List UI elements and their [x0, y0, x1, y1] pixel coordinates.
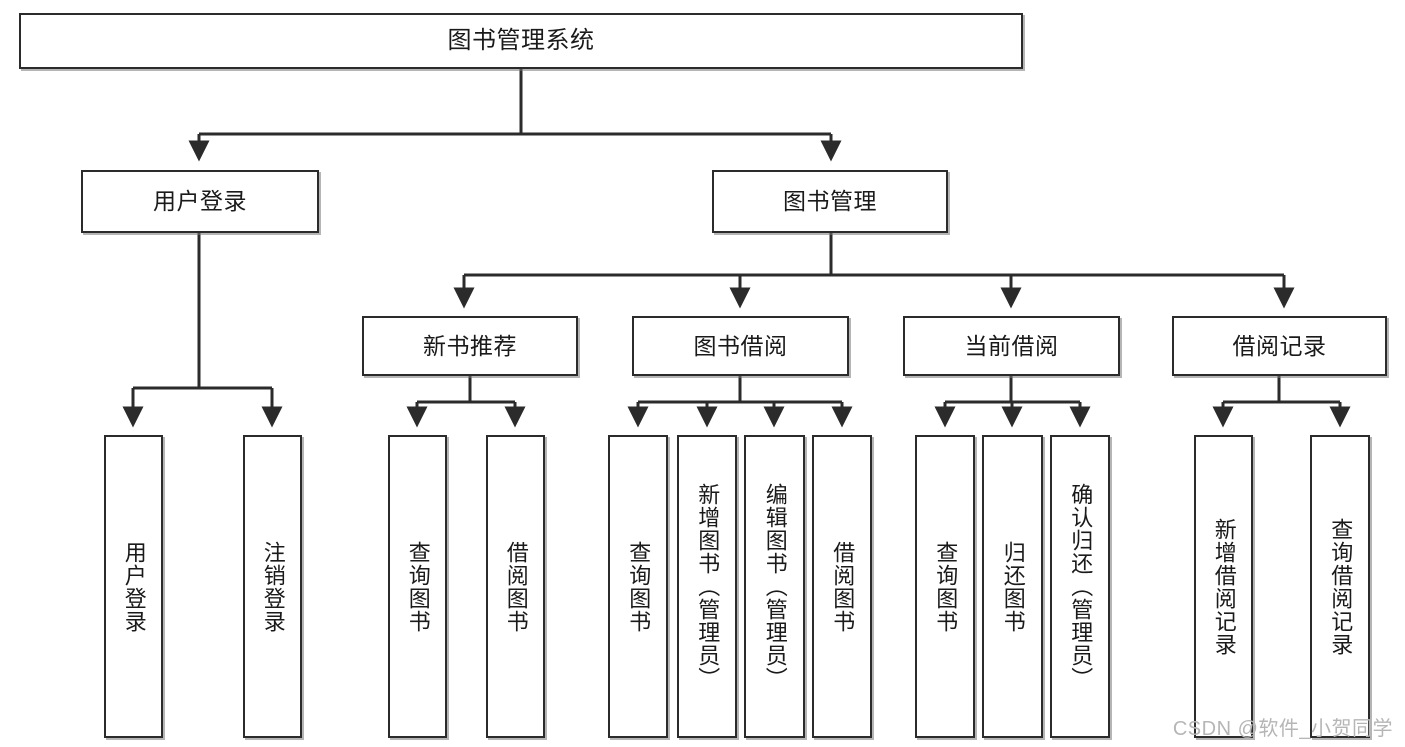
- node-label: 归还图书: [1000, 540, 1026, 633]
- node-user-login[interactable]: 用户登录: [81, 170, 319, 233]
- node-label: 新书推荐: [423, 332, 517, 359]
- node-leaf-add-book[interactable]: 新增图书（管理员）: [677, 435, 737, 738]
- node-label: 用户登录: [153, 188, 247, 215]
- node-label: 新增图书（管理员）: [695, 483, 721, 690]
- node-leaf-confirm-return[interactable]: 确认归还（管理员）: [1050, 435, 1110, 738]
- node-label: 查询图书: [405, 540, 431, 633]
- watermark-text: CSDN @软件_小贺同学: [1172, 718, 1393, 740]
- node-label: 查询借阅记录: [1328, 517, 1354, 656]
- node-leaf-borrow-book-2[interactable]: 借阅图书: [812, 435, 872, 738]
- node-current-borrow[interactable]: 当前借阅: [903, 316, 1120, 376]
- node-leaf-query-book-1[interactable]: 查询图书: [388, 435, 447, 738]
- node-leaf-query-book-2[interactable]: 查询图书: [608, 435, 668, 738]
- node-leaf-user-login[interactable]: 用户登录: [104, 435, 163, 738]
- node-leaf-borrow-book-1[interactable]: 借阅图书: [486, 435, 545, 738]
- node-label: 当前借阅: [964, 332, 1059, 359]
- node-root-system[interactable]: 图书管理系统: [19, 13, 1023, 69]
- node-borrow-record[interactable]: 借阅记录: [1172, 316, 1387, 376]
- node-label: 查询图书: [626, 540, 652, 633]
- node-label: 用户登录: [121, 540, 147, 633]
- node-label: 确认归还（管理员）: [1068, 483, 1094, 690]
- node-book-borrow[interactable]: 图书借阅: [632, 316, 849, 376]
- node-label: 注销登录: [260, 540, 286, 633]
- node-label: 查询图书: [933, 540, 959, 633]
- node-label: 编辑图书（管理员）: [762, 483, 788, 690]
- node-leaf-add-record[interactable]: 新增借阅记录: [1194, 435, 1253, 738]
- node-label: 图书借阅: [693, 332, 788, 359]
- node-label: 图书管理系统: [447, 27, 595, 55]
- node-leaf-query-book-3[interactable]: 查询图书: [915, 435, 975, 738]
- node-leaf-return-book[interactable]: 归还图书: [982, 435, 1043, 738]
- node-leaf-query-record[interactable]: 查询借阅记录: [1310, 435, 1370, 738]
- node-label: 图书管理: [783, 188, 877, 215]
- node-label: 借阅图书: [830, 540, 856, 633]
- node-book-manage[interactable]: 图书管理: [712, 170, 948, 233]
- node-label: 新增借阅记录: [1211, 517, 1237, 656]
- node-new-book-recommend[interactable]: 新书推荐: [362, 316, 578, 376]
- node-label: 借阅记录: [1232, 332, 1327, 359]
- node-leaf-edit-book[interactable]: 编辑图书（管理员）: [744, 435, 805, 738]
- node-label: 借阅图书: [503, 540, 529, 633]
- node-leaf-user-logout[interactable]: 注销登录: [243, 435, 302, 738]
